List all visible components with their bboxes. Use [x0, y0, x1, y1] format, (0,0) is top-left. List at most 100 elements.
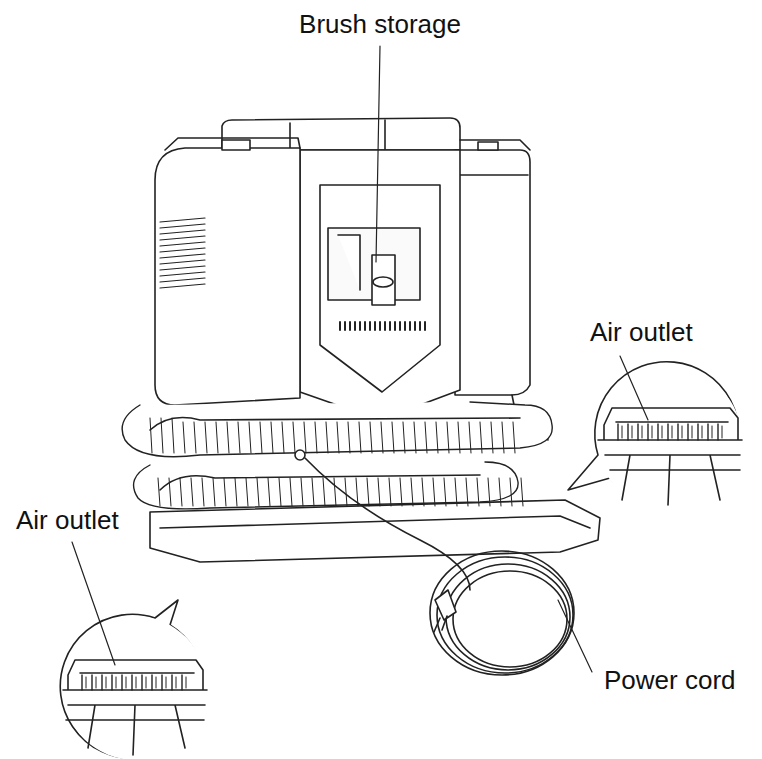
stroke: [425, 422, 427, 453]
leader-line: [620, 356, 648, 420]
stroke: [238, 422, 240, 453]
hose-lower: [134, 462, 519, 509]
leader-line: [376, 46, 380, 262]
stroke: [389, 322, 391, 330]
stroke: [91, 675, 92, 690]
stroke: [477, 478, 479, 506]
stroke: [160, 230, 205, 234]
stroke: [249, 422, 251, 453]
stroke: [374, 322, 376, 330]
stroke: [400, 478, 402, 506]
stroke: [160, 266, 205, 270]
outlet-slots: [82, 675, 186, 690]
stroke: [433, 478, 435, 506]
base: [150, 500, 600, 562]
stroke: [86, 677, 87, 688]
stroke: [96, 677, 97, 688]
stroke: [181, 675, 182, 690]
stroke: [131, 675, 132, 690]
cord-coil: [430, 551, 574, 675]
stroke: [183, 422, 185, 453]
cord-clip: [295, 450, 305, 460]
stroke: [186, 677, 187, 688]
stroke: [359, 422, 361, 453]
stroke: [191, 478, 193, 506]
air-outlet-detail-left: [63, 660, 207, 755]
stroke: [194, 422, 196, 453]
stroke: [160, 272, 205, 276]
stroke: [339, 322, 341, 330]
stroke: [216, 422, 218, 453]
stroke: [176, 677, 177, 688]
stroke: [161, 418, 163, 453]
brush-clip: [338, 235, 395, 305]
stroke: [156, 677, 157, 688]
plug: [434, 590, 456, 632]
stroke: [304, 422, 306, 453]
stroke: [419, 322, 421, 330]
stroke: [707, 424, 708, 440]
stroke: [301, 478, 303, 506]
stroke: [379, 322, 381, 330]
stroke: [394, 322, 396, 330]
left-tank-lid: [165, 138, 300, 150]
stroke: [381, 422, 383, 453]
stroke: [337, 422, 339, 453]
stroke: [101, 675, 102, 690]
stroke: [627, 424, 628, 440]
stroke: [687, 424, 688, 440]
stroke: [637, 424, 638, 440]
stroke: [279, 478, 281, 506]
stroke: [169, 478, 171, 506]
hose-corrugation: [150, 418, 523, 506]
stroke: [364, 322, 366, 330]
stroke: [404, 322, 406, 330]
stroke: [480, 422, 482, 453]
stroke: [384, 322, 386, 330]
stroke: [414, 322, 416, 330]
stroke: [160, 284, 205, 288]
stroke: [257, 478, 259, 506]
stroke: [692, 426, 693, 438]
stroke: [712, 426, 713, 438]
left-button: [222, 140, 250, 150]
stroke: [312, 478, 314, 506]
stroke: [334, 478, 336, 506]
stroke: [227, 422, 229, 453]
stroke: [161, 675, 162, 690]
stroke: [136, 677, 137, 688]
base-edge: [160, 516, 590, 528]
stroke: [642, 426, 643, 438]
part-label: Air outlet: [14, 506, 121, 535]
stroke: [141, 675, 142, 690]
stroke: [444, 478, 446, 506]
stroke: [359, 322, 361, 330]
stroke: [411, 478, 413, 506]
stroke: [657, 424, 658, 440]
stroke: [403, 422, 405, 453]
stroke: [349, 322, 351, 330]
stroke: [409, 322, 411, 330]
stroke: [166, 677, 167, 688]
handle-grip: [290, 120, 385, 150]
stroke: [369, 322, 371, 330]
stroke: [158, 478, 160, 506]
stroke: [499, 478, 501, 506]
right-tank-top: [460, 140, 530, 175]
stroke: [617, 424, 618, 440]
stroke: [160, 278, 205, 282]
stroke: [722, 426, 723, 438]
stroke: [647, 424, 648, 440]
stroke: [224, 478, 226, 506]
handle: [222, 118, 460, 150]
stroke: [246, 478, 248, 506]
stroke: [171, 675, 172, 690]
stroke: [399, 322, 401, 330]
stroke: [632, 426, 633, 438]
stroke: [702, 426, 703, 438]
chevron-panel: [320, 185, 440, 392]
stroke: [160, 218, 205, 222]
brush-latch: [373, 277, 393, 287]
stroke: [370, 422, 372, 453]
stroke: [160, 260, 205, 264]
